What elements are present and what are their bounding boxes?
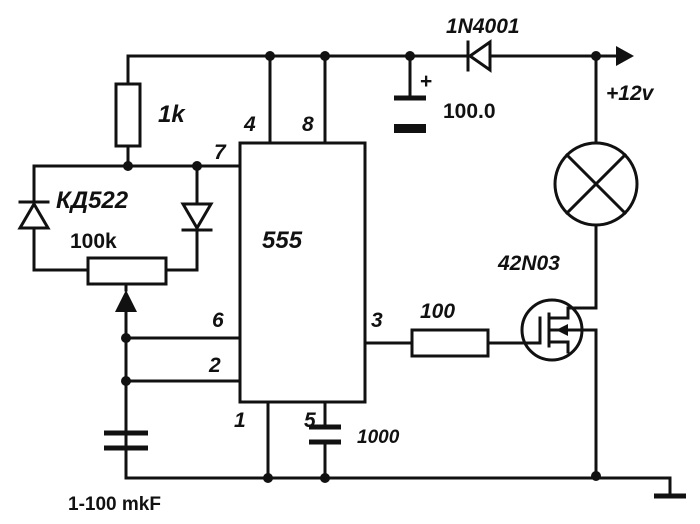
resistor-100 bbox=[410, 328, 490, 358]
label-diode-1n4001: 1N4001 bbox=[446, 15, 520, 38]
supply-arrow-icon bbox=[616, 46, 634, 66]
diode-kd522-right bbox=[180, 202, 214, 232]
ground-bus bbox=[124, 476, 672, 498]
label-resistor-100: 100 bbox=[420, 300, 455, 323]
junction-dot bbox=[192, 161, 202, 171]
lamp-mosfet-column bbox=[580, 54, 598, 478]
diode-triangle bbox=[467, 39, 492, 73]
mosfet-arrow bbox=[556, 324, 568, 336]
label-capacitor-100: 100.0 bbox=[443, 100, 496, 123]
lamp bbox=[553, 141, 639, 227]
mosfet-42n03 bbox=[520, 298, 598, 362]
label-pin-7: 7 bbox=[214, 141, 227, 164]
capacitor-plate-bottom bbox=[394, 124, 426, 133]
label-resistor-1k: 1k bbox=[158, 101, 186, 128]
label-pin-4: 4 bbox=[243, 113, 256, 136]
diode-1n4001 bbox=[466, 39, 492, 73]
label-potentiometer-100k: 100k bbox=[70, 230, 117, 253]
ic-555-body bbox=[238, 141, 367, 404]
potentiometer-body bbox=[86, 256, 168, 286]
label-capacitor-plus: + bbox=[420, 70, 432, 93]
junction-dot bbox=[265, 51, 275, 61]
label-pin-3: 3 bbox=[371, 309, 383, 332]
label-ic-555: 555 bbox=[262, 227, 303, 254]
label-pin-6: 6 bbox=[212, 309, 224, 332]
right-diode-branch bbox=[164, 164, 199, 272]
junction-dot bbox=[320, 473, 330, 483]
label-pin-2: 2 bbox=[208, 354, 221, 377]
label-pin-8: 8 bbox=[302, 113, 314, 136]
capacitor-timing bbox=[104, 430, 148, 451]
junction-dot bbox=[123, 161, 133, 171]
junction-dot bbox=[121, 333, 131, 343]
lamp-cross bbox=[564, 152, 628, 216]
capacitor-1000 bbox=[309, 424, 341, 445]
potentiometer-100k bbox=[86, 256, 168, 312]
capacitor-100-electrolytic bbox=[394, 95, 426, 133]
junction-dot bbox=[320, 51, 330, 61]
potentiometer-wiper-arrow bbox=[115, 290, 137, 312]
junction-dot bbox=[591, 51, 601, 61]
label-mosfet-42n03: 42N03 bbox=[497, 252, 560, 275]
diode-triangle bbox=[17, 201, 51, 230]
label-capacitor-timing: 1-100 mkF bbox=[68, 494, 161, 515]
junction-dot bbox=[121, 376, 131, 386]
junction-dot bbox=[263, 473, 273, 483]
label-pin-5: 5 bbox=[304, 409, 316, 432]
junction-dot bbox=[405, 51, 415, 61]
resistor-1k bbox=[114, 82, 142, 148]
junction-dot bbox=[591, 471, 601, 481]
diode-kd522-left bbox=[17, 200, 51, 230]
label-supply: +12v bbox=[606, 82, 655, 105]
label-capacitor-1000: 1000 bbox=[357, 427, 400, 448]
junctions bbox=[121, 51, 601, 483]
label-pin-1: 1 bbox=[234, 409, 246, 432]
diode-triangle bbox=[180, 202, 214, 231]
label-diodes-kd522: КД522 bbox=[56, 187, 129, 214]
